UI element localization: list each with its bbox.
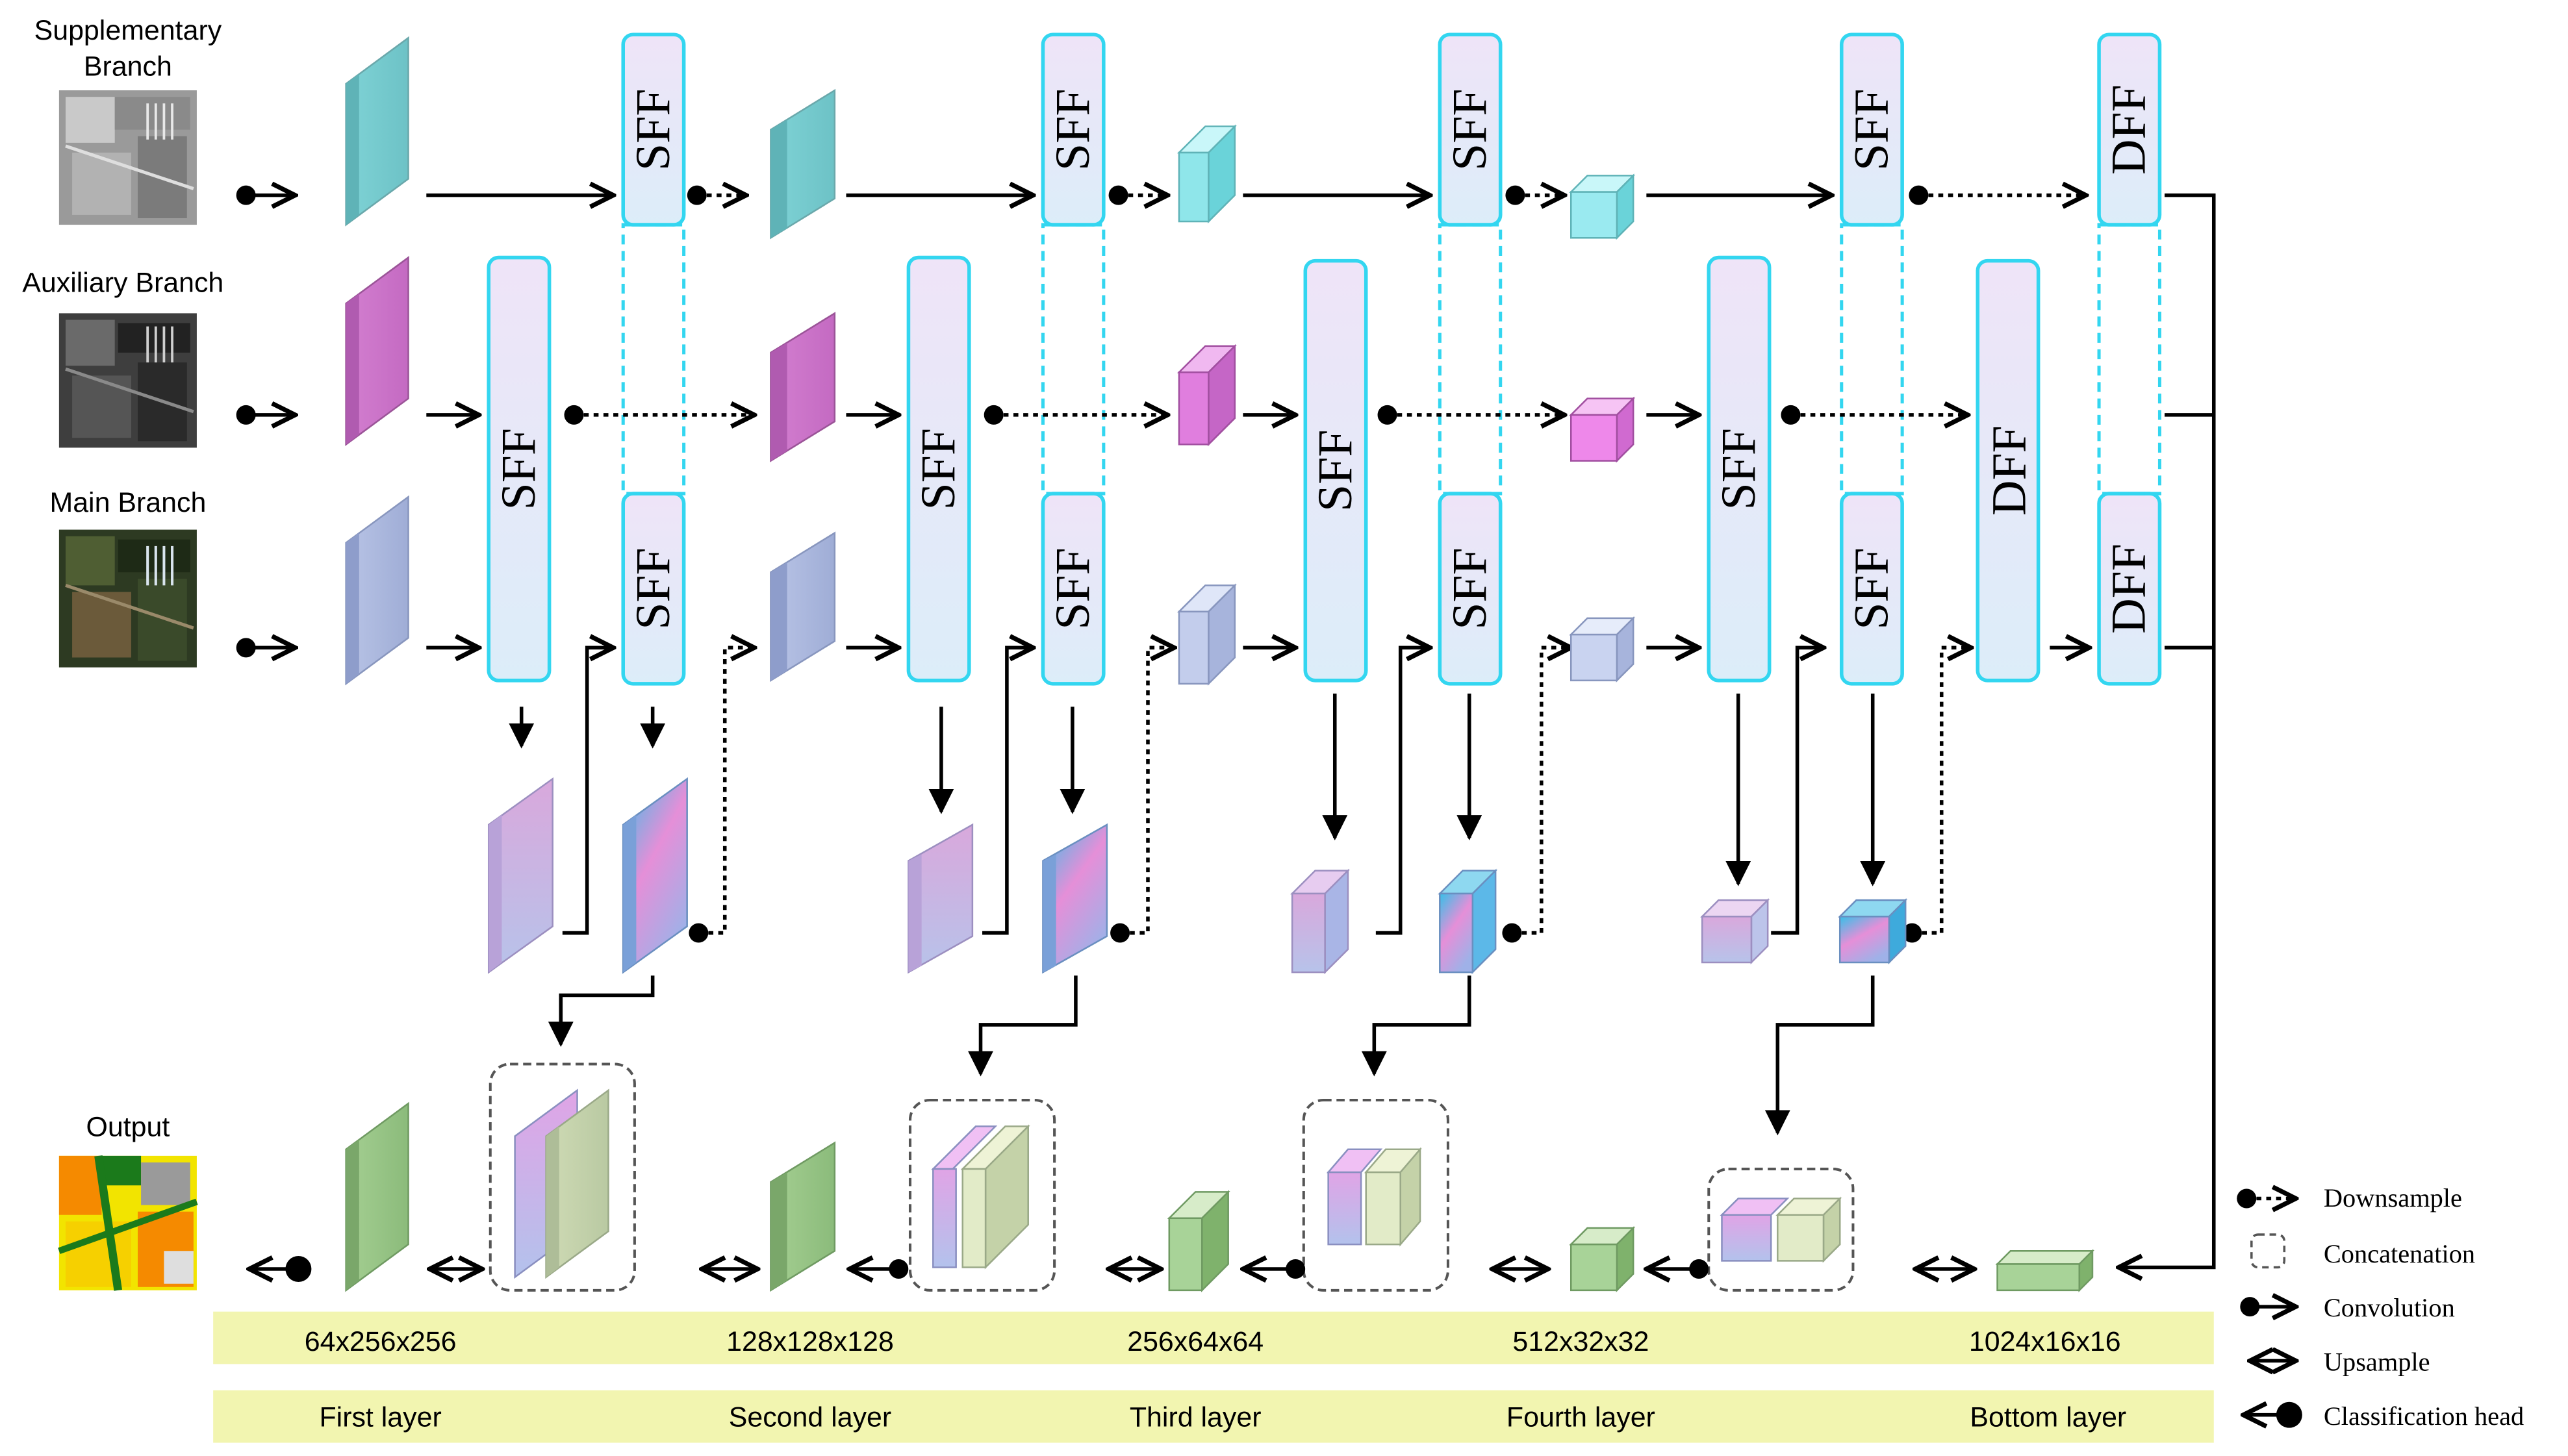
legend-upsample: Upsample	[2324, 1348, 2430, 1377]
sff-module-top-4: SFF	[1839, 32, 1904, 227]
svg-text:SFF: SFF	[1443, 547, 1497, 629]
dff-module-bottom: DFF	[2097, 492, 2162, 686]
decoder-slab-1a	[487, 777, 553, 974]
feature-cube-supplementary-3	[1176, 124, 1237, 224]
feature-cube-main-4	[1569, 616, 1636, 683]
concat-box-2	[908, 1099, 1056, 1292]
layer3-arrows	[1243, 195, 1571, 1077]
svg-text:SFF: SFF	[1712, 428, 1766, 510]
output-slab-2	[770, 1141, 836, 1292]
decoder-slab-2a	[908, 823, 974, 974]
dim-label-5: 1024x16x16	[1969, 1326, 2121, 1357]
output-block-bottom	[1995, 1249, 2095, 1292]
sff-module-bottom-2: SFF	[1041, 492, 1106, 686]
layers-band	[213, 1390, 2214, 1443]
sff-dashed-link-2	[1041, 223, 1106, 496]
concat-box-1	[489, 1062, 636, 1292]
sff-module-bottom-4: SFF	[1839, 492, 1904, 686]
layer2-arrows	[846, 195, 1175, 1077]
svg-text:DFF: DFF	[2102, 84, 2156, 175]
fused-slab-1b	[622, 777, 688, 974]
legend-concatenation: Concatenation	[2324, 1239, 2475, 1268]
auxiliary-branch-label: Auxiliary Branch	[22, 268, 223, 299]
feature-slab-supplementary-2	[770, 88, 836, 240]
dim-label-3: 256x64x64	[1127, 1326, 1264, 1357]
dff-module-main: DFF	[1976, 258, 2040, 683]
decoder-cube-3a	[1290, 868, 1350, 975]
layer-label-1: First layer	[319, 1401, 441, 1433]
svg-text:SFF: SFF	[1443, 88, 1497, 170]
legend-classification-head: Classification head	[2324, 1401, 2524, 1431]
main-branch-label: Main Branch	[49, 487, 206, 518]
sff-module-main-2: SFF	[906, 255, 971, 683]
svg-text:SFF: SFF	[911, 428, 965, 510]
dim-label-1: 64x256x256	[305, 1326, 457, 1357]
layer1-arrows	[426, 195, 754, 1048]
sff-dashed-link-3	[1438, 223, 1503, 496]
supplementary-image	[58, 90, 197, 225]
concatenation-legend-icon	[2250, 1233, 2286, 1269]
sff-module-main-3: SFF	[1303, 258, 1368, 683]
concat-box-3	[1302, 1099, 1449, 1292]
dim-label-2: 128x128x128	[726, 1326, 894, 1357]
main-image	[58, 529, 197, 668]
svg-text:SFF: SFF	[626, 547, 680, 629]
sff-module-top-2: SFF	[1041, 32, 1106, 227]
dims-band	[213, 1311, 2214, 1364]
feature-cube-auxiliary-3	[1176, 344, 1237, 447]
input-arrows	[246, 195, 296, 648]
sff-module-bottom-1: SFF	[621, 492, 686, 686]
output-slab-1	[345, 1101, 409, 1292]
output-cube-4	[1569, 1225, 1636, 1292]
feature-slab-main-2	[770, 531, 836, 683]
output-cube-3	[1167, 1190, 1230, 1292]
svg-text:SFF: SFF	[1308, 430, 1362, 512]
feature-slab-auxiliary-1	[345, 256, 409, 446]
legend-convolution: Convolution	[2324, 1293, 2455, 1322]
dff-module-top: DFF	[2097, 32, 2162, 227]
layer4-arrows	[1646, 195, 2086, 1136]
svg-text:SFF: SFF	[1046, 547, 1100, 629]
fused-cube-3b	[1438, 868, 1498, 975]
output-label: Output	[86, 1112, 170, 1143]
feature-cube-supplementary-4	[1569, 173, 1636, 240]
feature-cube-main-3	[1176, 583, 1237, 686]
sff-dashed-link-4	[1840, 223, 1904, 496]
sff-module-main-4: SFF	[1707, 255, 1772, 683]
auxiliary-image	[58, 313, 197, 448]
output-image	[58, 1155, 198, 1291]
sff-module-top-1: SFF	[621, 32, 686, 227]
layer-label-2: Second layer	[729, 1401, 891, 1433]
svg-text:SFF: SFF	[1844, 88, 1898, 170]
legend-downsample: Downsample	[2324, 1183, 2462, 1212]
fused-slab-2b	[1042, 823, 1108, 974]
svg-text:SFF: SFF	[626, 88, 680, 170]
layer-label-4: Fourth layer	[1506, 1401, 1655, 1433]
dim-label-4: 512x32x32	[1512, 1326, 1649, 1357]
svg-text:DFF: DFF	[1982, 425, 2036, 516]
layer-label-3: Third layer	[1130, 1401, 1262, 1433]
svg-text:DFF: DFF	[2102, 544, 2156, 634]
svg-text:SFF: SFF	[1844, 547, 1898, 629]
fused-cube-4b	[1838, 898, 1908, 965]
svg-text:SFF: SFF	[492, 428, 546, 510]
feature-slab-auxiliary-2	[770, 312, 836, 462]
sff-module-main-1: SFF	[487, 255, 552, 683]
sff-module-top-3: SFF	[1438, 32, 1503, 227]
sff-module-bottom-3: SFF	[1438, 492, 1503, 686]
layer-label-5: Bottom layer	[1970, 1401, 2126, 1433]
feature-slab-main-1	[345, 495, 409, 686]
svg-text:SFF: SFF	[1046, 88, 1100, 170]
feature-slab-supplementary-1	[345, 36, 409, 227]
legend: Downsample Concatenation Convolution Ups…	[2243, 1183, 2524, 1431]
dff-dashed-link	[2097, 223, 2161, 496]
sff-dashed-link-1	[621, 223, 686, 496]
bottom-layer-arrows	[2050, 193, 2216, 1268]
concat-box-4	[1707, 1168, 1855, 1292]
decoder-cube-4a	[1700, 898, 1770, 965]
feature-cube-auxiliary-4	[1569, 396, 1636, 463]
